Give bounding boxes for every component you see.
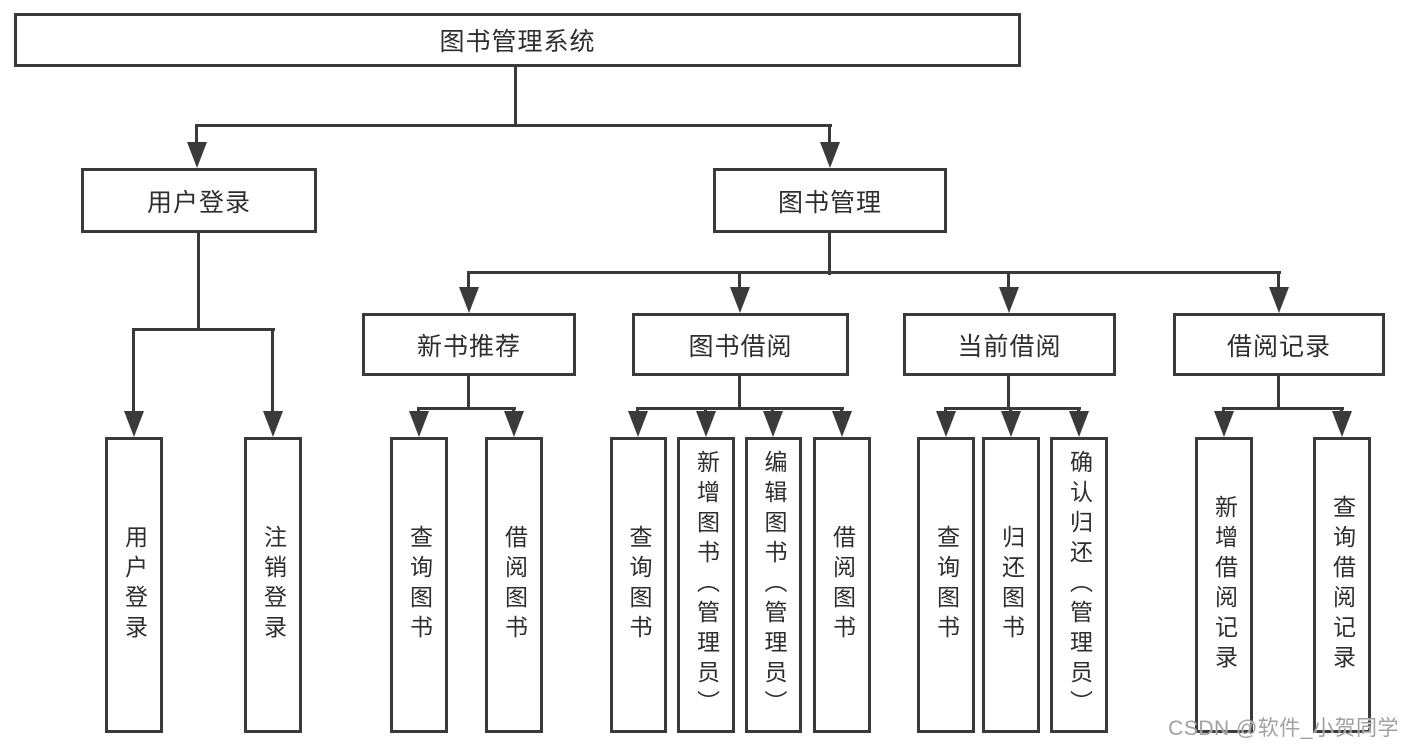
- node-borrow-records: 借阅记录: [1173, 313, 1385, 376]
- arrow-down-icon: [1332, 411, 1352, 437]
- node-label: 编辑图书（管理员）: [761, 450, 787, 720]
- node-new-book-recommend: 新书推荐: [362, 313, 576, 376]
- leaf-confirm-return-admin: 确认归还（管理员）: [1050, 437, 1108, 733]
- connector-stem: [1007, 376, 1010, 410]
- leaf-borrow-books: 借阅图书: [813, 437, 871, 733]
- arrow-down-icon: [1269, 287, 1289, 313]
- node-book-management: 图书管理: [713, 168, 947, 233]
- connector-bar: [417, 407, 516, 410]
- arrow-down-icon: [1069, 411, 1089, 437]
- arrow-down-icon: [1001, 411, 1021, 437]
- connector-stem: [738, 271, 741, 291]
- node-label: 查询图书: [933, 525, 960, 645]
- node-label: 借阅图书: [829, 525, 856, 645]
- connector-bar: [1222, 407, 1344, 410]
- connector-user-login-bar: [132, 328, 275, 331]
- leaf-query-books-borrow: 查询图书: [610, 437, 667, 733]
- arrow-down-icon: [1214, 411, 1234, 437]
- connector-stem: [738, 376, 741, 410]
- leaf-query-books-recommend: 查询图书: [390, 437, 448, 733]
- node-label: 新书推荐: [416, 332, 521, 361]
- connector-level3: [467, 271, 1281, 274]
- arrow-down-icon: [628, 411, 648, 437]
- node-current-borrow: 当前借阅: [903, 313, 1116, 376]
- connector-root-stem: [514, 67, 517, 127]
- connector-level1: [196, 124, 832, 127]
- node-label: 用户登录: [146, 188, 251, 217]
- leaf-add-book-admin: 新增图书（管理员）: [677, 437, 735, 733]
- node-label: 注销登录: [260, 525, 287, 645]
- node-label: 新增借阅记录: [1211, 495, 1238, 675]
- leaf-logout: 注销登录: [244, 437, 302, 733]
- node-label: 图书管理: [777, 188, 882, 217]
- arrow-down-icon: [124, 411, 144, 437]
- arrow-down-icon: [187, 142, 207, 168]
- connector-bar: [636, 407, 844, 410]
- csdn-watermark: CSDN @软件_小贺同学: [1168, 717, 1399, 740]
- leaf-query-books-current: 查询图书: [917, 437, 975, 733]
- connector-stem: [467, 271, 470, 291]
- node-root: 图书管理系统: [14, 13, 1021, 67]
- arrow-down-icon: [696, 411, 716, 437]
- arrow-down-icon: [820, 142, 840, 168]
- arrow-down-icon: [459, 287, 479, 313]
- connector-stem: [1277, 376, 1280, 410]
- connector-user-login-stem: [197, 233, 200, 331]
- node-label: 当前借阅: [957, 332, 1062, 361]
- leaf-user-login: 用户登录: [105, 437, 163, 733]
- connector-stem: [1007, 271, 1010, 291]
- node-label: 借阅记录: [1226, 332, 1331, 361]
- node-label: 图书管理系统: [439, 28, 596, 56]
- arrow-down-icon: [409, 411, 429, 437]
- connector-stem: [271, 328, 274, 415]
- connector-stem: [1277, 271, 1280, 291]
- node-label: 查询图书: [626, 525, 652, 645]
- arrow-down-icon: [504, 411, 524, 437]
- node-label: 用户登录: [121, 525, 148, 645]
- leaf-query-borrow-record: 查询借阅记录: [1313, 437, 1371, 733]
- node-label: 借阅图书: [501, 525, 528, 645]
- connector-bar: [944, 407, 1081, 410]
- leaf-add-borrow-record: 新增借阅记录: [1195, 437, 1253, 733]
- arrow-down-icon: [763, 411, 783, 437]
- connector-stem: [467, 376, 470, 410]
- connector-stem: [828, 124, 831, 146]
- node-book-borrow: 图书借阅: [632, 313, 849, 376]
- node-label: 图书借阅: [688, 332, 793, 361]
- arrow-down-icon: [730, 287, 750, 313]
- leaf-borrow-books-recommend: 借阅图书: [485, 437, 543, 733]
- connector-book-mgmt-stem: [828, 233, 831, 275]
- arrow-down-icon: [936, 411, 956, 437]
- leaf-return-book: 归还图书: [982, 437, 1040, 733]
- connector-stem: [132, 328, 135, 415]
- leaf-edit-book-admin: 编辑图书（管理员）: [745, 437, 802, 733]
- connector-stem: [195, 124, 198, 146]
- node-label: 查询借阅记录: [1329, 495, 1356, 675]
- arrow-down-icon: [999, 287, 1019, 313]
- arrow-down-icon: [832, 411, 852, 437]
- node-label: 查询图书: [406, 525, 433, 645]
- node-label: 新增图书（管理员）: [693, 450, 720, 720]
- arrow-down-icon: [263, 411, 283, 437]
- node-user-login: 用户登录: [81, 168, 317, 233]
- node-label: 归还图书: [998, 525, 1025, 645]
- node-label: 确认归还（管理员）: [1066, 450, 1093, 720]
